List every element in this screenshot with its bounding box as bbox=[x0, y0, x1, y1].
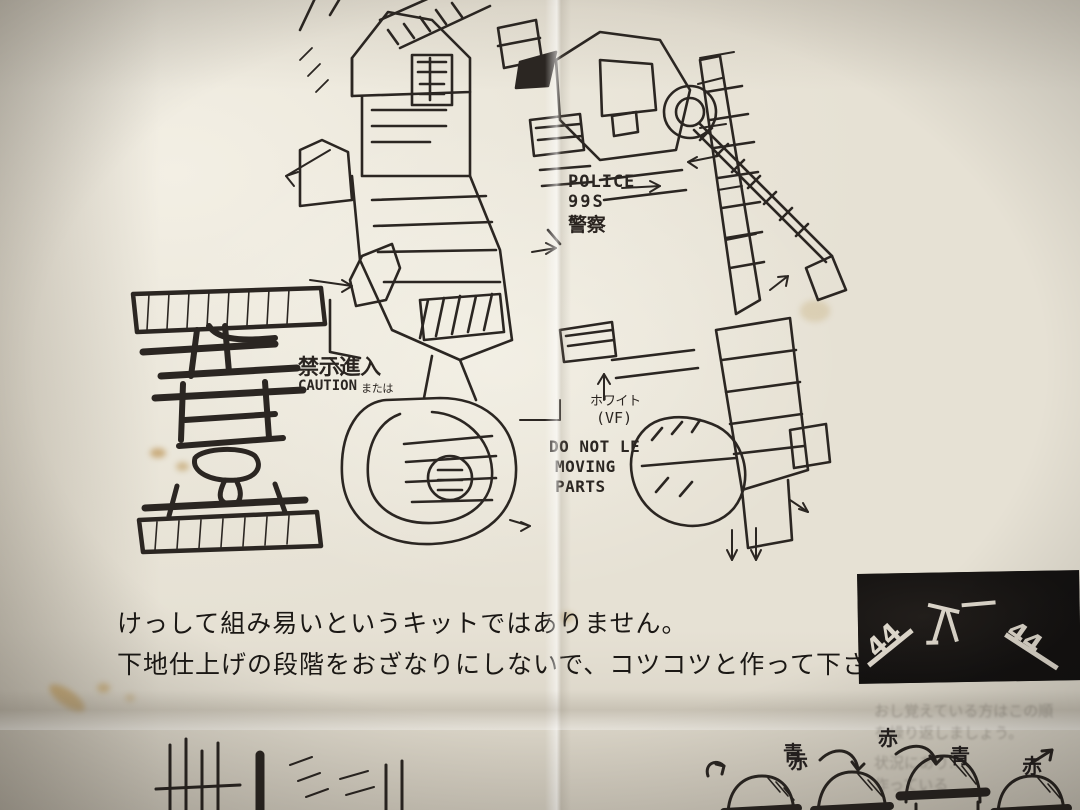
mechanical-sketch-main bbox=[285, 0, 848, 561]
paper-fold-horizontal bbox=[0, 690, 1080, 730]
bottom-left-partial-sketch bbox=[140, 735, 440, 810]
paper-shadow-left bbox=[0, 0, 160, 810]
dome-label-red-1: 赤 bbox=[788, 749, 808, 773]
annotation-caution: 禁示進入 CAUTION または bbox=[298, 355, 394, 395]
dome-label-red-3: 赤 bbox=[1022, 754, 1042, 778]
big-kanji-decal-sketch bbox=[125, 280, 340, 555]
dome-label-blue-2: 青 bbox=[950, 744, 970, 768]
printed-instruction-line-2: 下地仕上げの段階をおざなりにしないで、コツコツと作って下さい。 bbox=[117, 650, 921, 679]
annotation-white-vf: ホワイト (VF) bbox=[590, 394, 641, 427]
photo-panel-page-44: 44 44 bbox=[857, 570, 1080, 684]
printed-instruction-line-1: けっして組み易いというキットではありません。 bbox=[117, 609, 688, 638]
annotation-do-not-le: DO NOT LE MOVING PARTS bbox=[549, 437, 641, 496]
blurred-caption: おし覚えている方はこの順 bbox=[874, 702, 1054, 720]
annotation-police-sign: POLICE 99S 警察 bbox=[568, 172, 636, 236]
panel-dash bbox=[926, 640, 939, 645]
bottom-dome-lights-sketch bbox=[700, 736, 1080, 810]
blurred-caption: 作っている bbox=[874, 776, 949, 794]
blurred-caption: を繰り返しましょう。 bbox=[874, 724, 1024, 742]
dome-label-red-2: 赤 bbox=[878, 726, 898, 750]
dome-label-blue-visible: 青 bbox=[783, 741, 803, 765]
